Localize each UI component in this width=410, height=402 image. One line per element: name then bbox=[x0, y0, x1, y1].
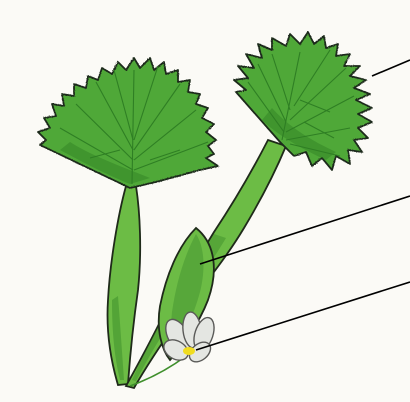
flower-center bbox=[183, 347, 195, 355]
left-leaf-blade bbox=[38, 58, 218, 188]
left-petiole bbox=[107, 186, 140, 385]
flower bbox=[130, 311, 218, 386]
right-leaf-blade bbox=[234, 32, 372, 170]
leader-line-leaf bbox=[372, 60, 410, 76]
leader-line-flower bbox=[196, 282, 410, 350]
